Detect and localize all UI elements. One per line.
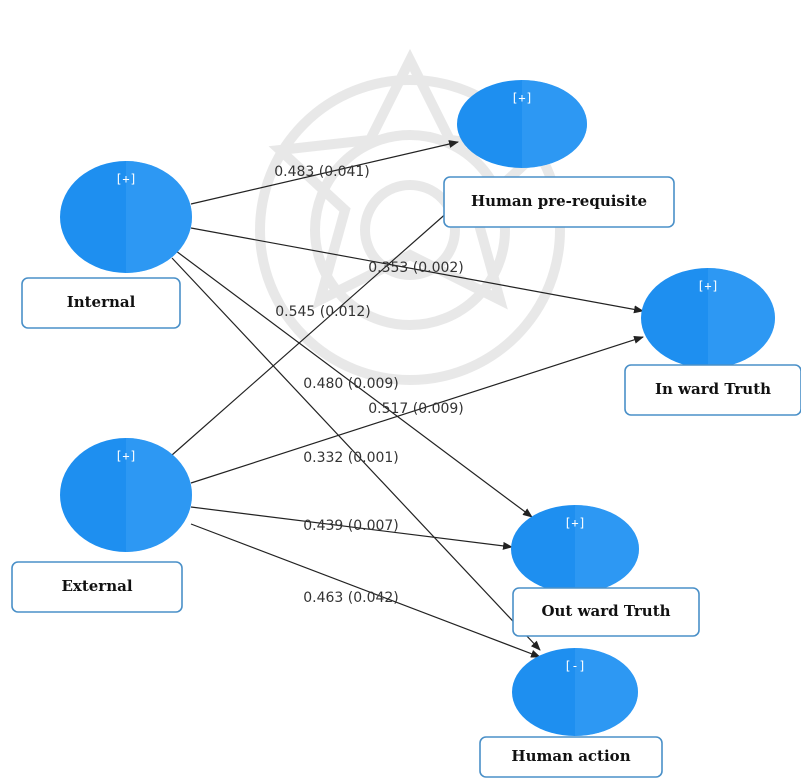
edge-internal-to-human_action [171,257,541,651]
expand-toggle[interactable]: [+] [115,172,137,186]
edge-label-external-to-inward_truth: 0.517 (0.009) [368,401,464,417]
expand-toggle[interactable]: [+] [115,449,137,463]
edge-label-internal-to-human_action: 0.332 (0.001) [303,450,399,466]
expand-toggle[interactable]: [+] [564,516,586,530]
node-label: In ward Truth [655,380,771,398]
edge-external-to-human_action [190,523,541,658]
edge-label-external-to-human_prerequisite: 0.545 (0.012) [275,304,371,320]
edge-external-to-inward_truth [190,335,644,484]
node-label-box [479,736,663,778]
node-human_action[interactable]: [-] Human action [479,648,663,778]
node-label: Human pre-requisite [471,192,647,210]
edge-label-internal-to-outward_truth: 0.480 (0.009) [303,376,399,392]
edge-label-internal-to-human_prerequisite: 0.483 (0.041) [274,164,370,180]
node-label-box [11,561,183,613]
node-label: Out ward Truth [541,602,670,620]
node-shade [708,268,775,368]
edge-internal-to-outward_truth [171,247,533,518]
edge-label-external-to-human_action: 0.463 (0.042) [303,590,399,606]
node-shade [575,505,639,593]
node-inward_truth[interactable]: [+] In ward Truth [624,268,801,416]
node-label-box [443,176,675,228]
edge-external-to-human_prerequisite [171,195,467,456]
node-external[interactable]: [+] External [11,438,192,613]
node-label: External [61,577,132,595]
edges-layer [171,140,644,658]
node-shade [126,161,192,273]
node-shade [575,648,638,736]
expand-toggle[interactable]: [+] [697,279,719,293]
expand-toggle[interactable]: [-] [564,659,586,673]
node-label-box [512,587,700,637]
edge-external-to-outward_truth [190,506,513,550]
node-shade [126,438,192,552]
edge-labels-layer: 0.483 (0.041) 0.353 (0.002) 0.480 (0.009) 0… [274,164,464,606]
node-label-box [21,277,181,329]
node-shade [522,80,587,168]
node-human_prerequisite[interactable]: [+] Human pre-requisite [443,80,675,228]
nodes-layer: [+] Internal [+] External [+] Human pre-requi… [11,80,801,778]
node-label-box [624,364,801,416]
edge-internal-to-inward_truth [190,227,644,314]
node-label: Internal [67,293,136,311]
edge-internal-to-human_prerequisite [190,140,459,205]
edge-label-internal-to-inward_truth: 0.353 (0.002) [368,260,464,276]
node-outward_truth[interactable]: [+] Out ward Truth [511,505,700,637]
edge-label-external-to-outward_truth: 0.439 (0.007) [303,518,399,534]
node-internal[interactable]: [+] Internal [21,161,192,329]
node-label: Human action [511,747,630,765]
expand-toggle[interactable]: [+] [511,91,533,105]
